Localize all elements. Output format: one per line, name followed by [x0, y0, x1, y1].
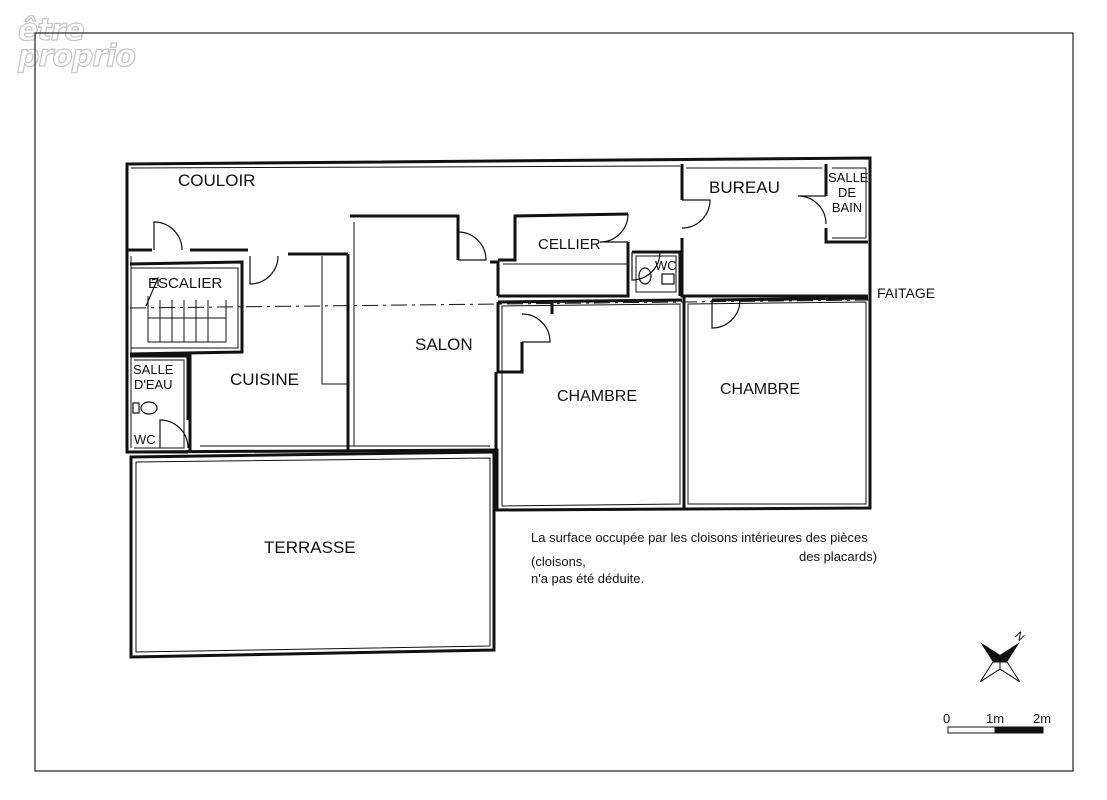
walls [125, 156, 872, 659]
wc-upper-walls [632, 250, 682, 296]
surface-note-line-1: La surface occupée par les cloisons inté… [531, 530, 868, 545]
escalier-walls [129, 260, 244, 356]
compass-rose [979, 642, 1021, 683]
scale-label-1m: 1m [986, 711, 1005, 726]
room-label-cellier: CELLIER [538, 236, 601, 253]
faitage-line [129, 299, 871, 309]
room-label-chambre-1: CHAMBRE [557, 388, 638, 405]
room-label-couloir: COULOIR [178, 171, 256, 190]
couloir-wall [127, 248, 350, 452]
bureau-walls [680, 164, 868, 298]
toilet-icons [132, 267, 675, 415]
terrasse-outline [129, 450, 496, 659]
surface-note-line-2a: (cloisons, [531, 554, 586, 569]
room-label-salle-de-bain: SALLE DE BAIN [828, 170, 869, 215]
room-label-wc-lower: WC [134, 432, 156, 447]
scale-bar [947, 726, 1044, 734]
room-label-bureau: BUREAU [709, 178, 780, 197]
faitage-label: FAITAGE [877, 285, 936, 301]
scale-label-0: 0 [943, 711, 951, 726]
brand-logo: être proprio [17, 13, 136, 74]
cellier-walls [498, 212, 630, 298]
room-label-salle-eau: SALLE D'EAU [133, 362, 174, 392]
scale-label-2m: 2m [1033, 711, 1052, 726]
room-label-chambre-2: CHAMBRE [720, 381, 801, 398]
page-frame [34, 32, 1074, 772]
logo-line-1: être [17, 13, 85, 48]
building-outline [125, 156, 872, 512]
room-label-salon: SALON [415, 335, 473, 354]
surface-note-line-3: n'a pas été déduite. [531, 571, 645, 586]
salon-walls [350, 214, 500, 296]
door-swings [153, 195, 827, 449]
room-label-wc-upper: WC [655, 258, 677, 273]
compass-north-label: N [1012, 630, 1026, 644]
salle-eau-walls [130, 354, 190, 454]
salle-bain-walls [824, 164, 868, 244]
logo-line-2: proprio [17, 39, 136, 74]
surface-note-line-2b: des placards) [799, 549, 878, 564]
staircase [145, 277, 227, 343]
room-label-terrasse: TERRASSE [264, 538, 356, 557]
room-label-cuisine: CUISINE [230, 370, 299, 389]
chambre-walls [496, 296, 869, 508]
thin-walls [130, 165, 867, 653]
room-label-escalier: ESCALIER [148, 275, 223, 292]
